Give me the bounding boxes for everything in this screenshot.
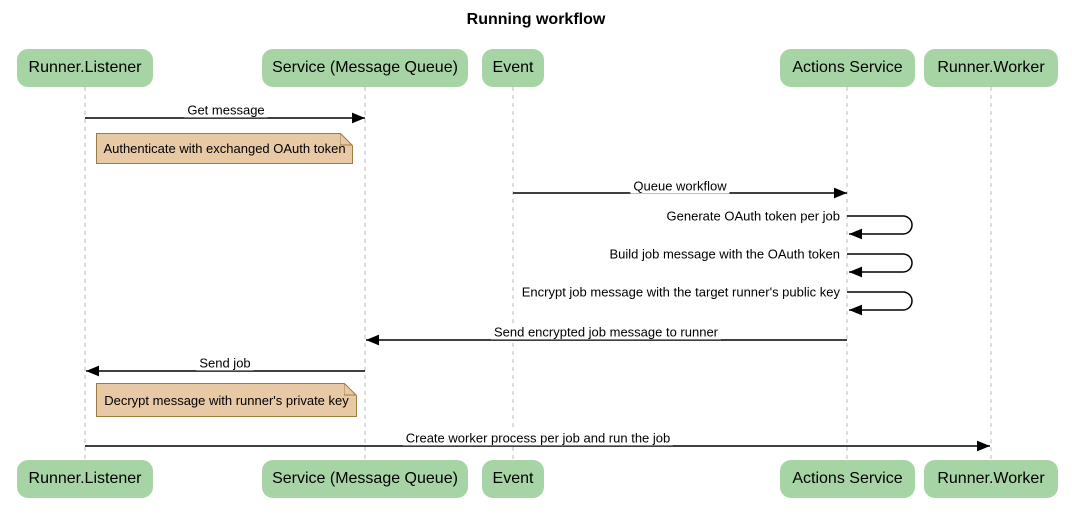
actor-label: Runner.Worker [937, 470, 1045, 487]
actor-bottom-runner-worker: Runner.Worker [924, 460, 1058, 498]
message-label-create-worker-process: Create worker process per job and run th… [402, 430, 674, 446]
actor-label: Actions Service [792, 59, 903, 76]
message-label-get-message: Get message [184, 102, 268, 118]
message-label-build-job-message: Build job message with the OAuth token [606, 246, 843, 262]
actor-top-actions-service: Actions Service [780, 49, 915, 87]
actor-label: Actions Service [792, 470, 903, 487]
note-text: Decrypt message with runner's private ke… [104, 392, 349, 408]
actor-label: Service (Message Queue) [272, 59, 458, 76]
note-text: Authenticate with exchanged OAuth token [103, 141, 346, 156]
actor-bottom-event: Event [482, 460, 544, 498]
message-label-send-encrypted-job-message: Send encrypted job message to runner [490, 324, 722, 340]
diagram-title: Running workflow [466, 11, 606, 28]
actor-top-runner-listener: Runner.Listener [17, 49, 153, 87]
actor-top-event: Event [482, 49, 544, 87]
actor-bottom-service-message-queue: Service (Message Queue) [262, 460, 468, 498]
actor-label: Service (Message Queue) [272, 470, 458, 487]
self-loop-build-job-message [847, 253, 913, 278]
actor-label: Runner.Listener [28, 59, 142, 76]
actor-bottom-actions-service: Actions Service [780, 460, 915, 498]
self-loop-generate-oauth-token [847, 215, 913, 240]
note-authenticate-oauth: Authenticate with exchanged OAuth token [96, 133, 353, 164]
message-label-generate-oauth-token: Generate OAuth token per job [663, 208, 843, 224]
message-label-send-job: Send job [196, 355, 254, 371]
actor-top-runner-worker: Runner.Worker [924, 49, 1058, 87]
note-fold-icon [344, 383, 357, 396]
actor-bottom-runner-listener: Runner.Listener [17, 460, 153, 498]
actor-label: Runner.Worker [937, 59, 1045, 76]
self-loop-encrypt-job-message [847, 291, 913, 316]
note-fold-icon [340, 133, 353, 146]
actor-label: Event [492, 470, 534, 487]
actor-label: Event [492, 59, 534, 76]
note-decrypt-private-key: Decrypt message with runner's private ke… [96, 383, 357, 417]
message-label-queue-workflow: Queue workflow [630, 178, 730, 194]
message-label-encrypt-job-message: Encrypt job message with the target runn… [518, 284, 843, 300]
actor-top-service-message-queue: Service (Message Queue) [262, 49, 468, 87]
actor-label: Runner.Listener [28, 470, 142, 487]
